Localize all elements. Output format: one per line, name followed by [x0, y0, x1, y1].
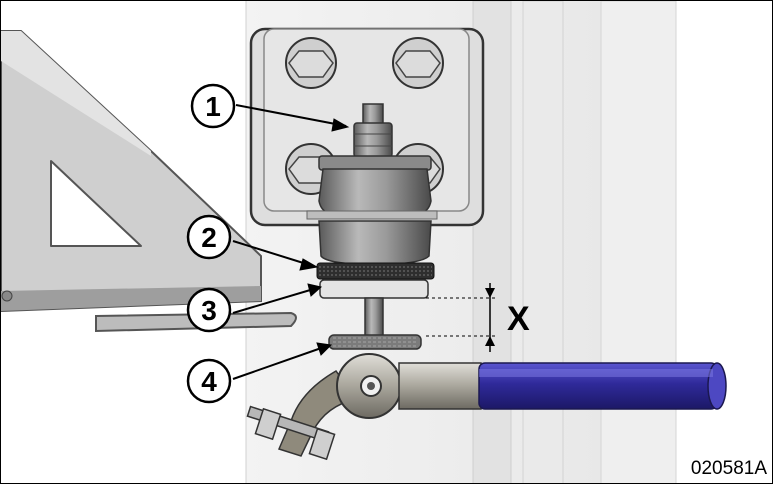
rod-end	[246, 353, 482, 461]
collar	[319, 279, 429, 299]
knurled-ring	[316, 262, 435, 280]
callout-3: 3	[186, 287, 232, 333]
dimension-x: X	[426, 283, 530, 352]
figure-id: 020581A	[691, 458, 767, 479]
isolator-mount	[306, 155, 438, 266]
svg-text:2: 2	[201, 222, 217, 253]
callout-4: 4	[186, 358, 232, 404]
washer	[328, 334, 422, 350]
leader-lines	[232, 104, 350, 380]
bolt-head-icon	[285, 37, 337, 89]
callout-1: 1	[190, 83, 236, 129]
bolt-icon	[246, 405, 336, 461]
callout-2: 2	[186, 214, 232, 260]
stud-and-nut	[353, 103, 393, 158]
dimension-label: X	[507, 300, 530, 338]
rod	[364, 297, 384, 337]
cable-handle	[478, 362, 727, 410]
svg-text:4: 4	[201, 366, 217, 397]
svg-text:3: 3	[201, 295, 217, 326]
bolt-head-icon	[392, 37, 444, 89]
svg-text:1: 1	[205, 91, 221, 122]
